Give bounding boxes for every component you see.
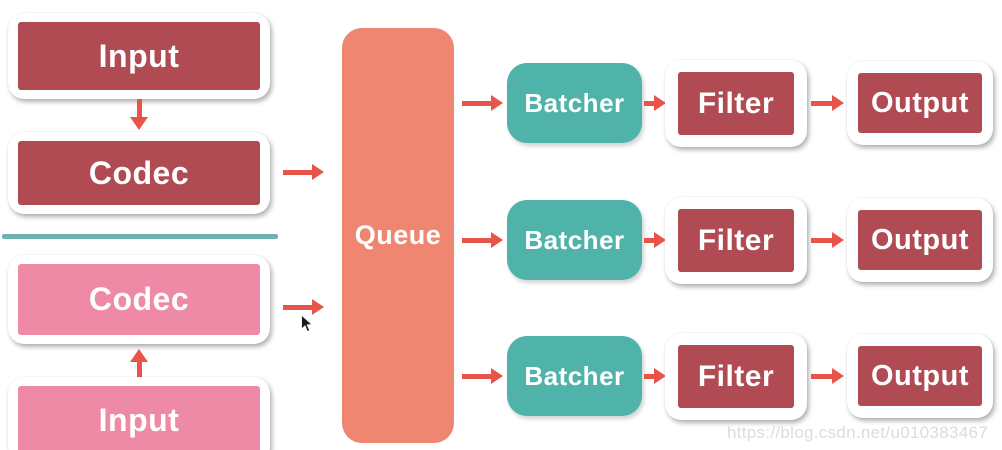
input-top-fill: Input <box>18 22 260 90</box>
filter-2-box: Filter <box>665 197 807 284</box>
arrow-batcher-to-filter-3-icon <box>644 368 666 385</box>
filter-1-label: Filter <box>697 86 775 120</box>
codec-top-box: Codec <box>8 132 270 214</box>
codec-bottom-label: Codec <box>88 281 190 317</box>
arrow-codec-top-to-queue-icon <box>283 164 324 181</box>
arrow-batcher-to-filter-1-icon <box>644 95 666 112</box>
batcher-1-label: Batcher <box>524 87 625 118</box>
arrow-filter-to-output-2-icon <box>811 232 844 249</box>
batcher-3-label: Batcher <box>524 360 625 391</box>
arrow-batcher-to-filter-2-icon <box>644 232 666 249</box>
output-3-fill: Output <box>858 346 982 406</box>
batcher-3-box: Batcher <box>507 336 642 416</box>
arrow-codec-bottom-to-queue-icon <box>283 299 324 316</box>
filter-3-box: Filter <box>665 333 807 420</box>
mouse-cursor-glyph <box>301 313 314 333</box>
arrow-queue-to-batcher-1-icon <box>462 95 503 112</box>
mouse-cursor-icon <box>300 313 314 339</box>
batcher-1-box: Batcher <box>507 63 642 143</box>
batcher-2-label: Batcher <box>524 224 625 255</box>
output-2-label: Output <box>870 223 969 256</box>
codec-bottom-fill: Codec <box>18 264 260 335</box>
batcher-2-box: Batcher <box>507 200 642 280</box>
input-bottom-label: Input <box>98 401 180 438</box>
codec-top-label: Codec <box>88 154 190 191</box>
arrow-filter-to-output-1-icon <box>811 95 844 112</box>
input-top-label: Input <box>98 37 180 74</box>
pipeline-divider <box>2 234 278 239</box>
watermark-url: https://blog.csdn.net/u010383467 <box>726 423 988 442</box>
output-1-fill: Output <box>858 73 982 133</box>
output-2-box: Output <box>847 198 993 282</box>
queue-label: Queue <box>354 220 442 250</box>
filter-3-label: Filter <box>697 359 775 393</box>
filter-1-fill: Filter <box>678 72 794 135</box>
queue-box: Queue <box>342 28 454 443</box>
output-2-fill: Output <box>858 210 982 270</box>
output-1-label: Output <box>870 86 969 119</box>
filter-2-label: Filter <box>697 223 775 257</box>
codec-bottom-box: Codec <box>8 255 270 344</box>
arrow-filter-to-output-3-icon <box>811 368 844 385</box>
arrow-input-to-codec-icon <box>130 99 149 130</box>
output-3-label: Output <box>870 359 969 392</box>
input-bottom-box: Input <box>8 377 270 450</box>
arrow-queue-to-batcher-3-icon <box>462 368 503 385</box>
input-top-box: Input <box>8 13 270 99</box>
input-bottom-fill: Input <box>18 386 260 450</box>
filter-2-fill: Filter <box>678 209 794 272</box>
arrow-input-bottom-to-codec-icon <box>130 349 149 381</box>
codec-top-fill: Codec <box>18 141 260 205</box>
filter-3-fill: Filter <box>678 345 794 408</box>
arrow-queue-to-batcher-2-icon <box>462 232 503 249</box>
filter-1-box: Filter <box>665 60 807 147</box>
output-1-box: Output <box>847 61 993 145</box>
output-3-box: Output <box>847 334 993 418</box>
